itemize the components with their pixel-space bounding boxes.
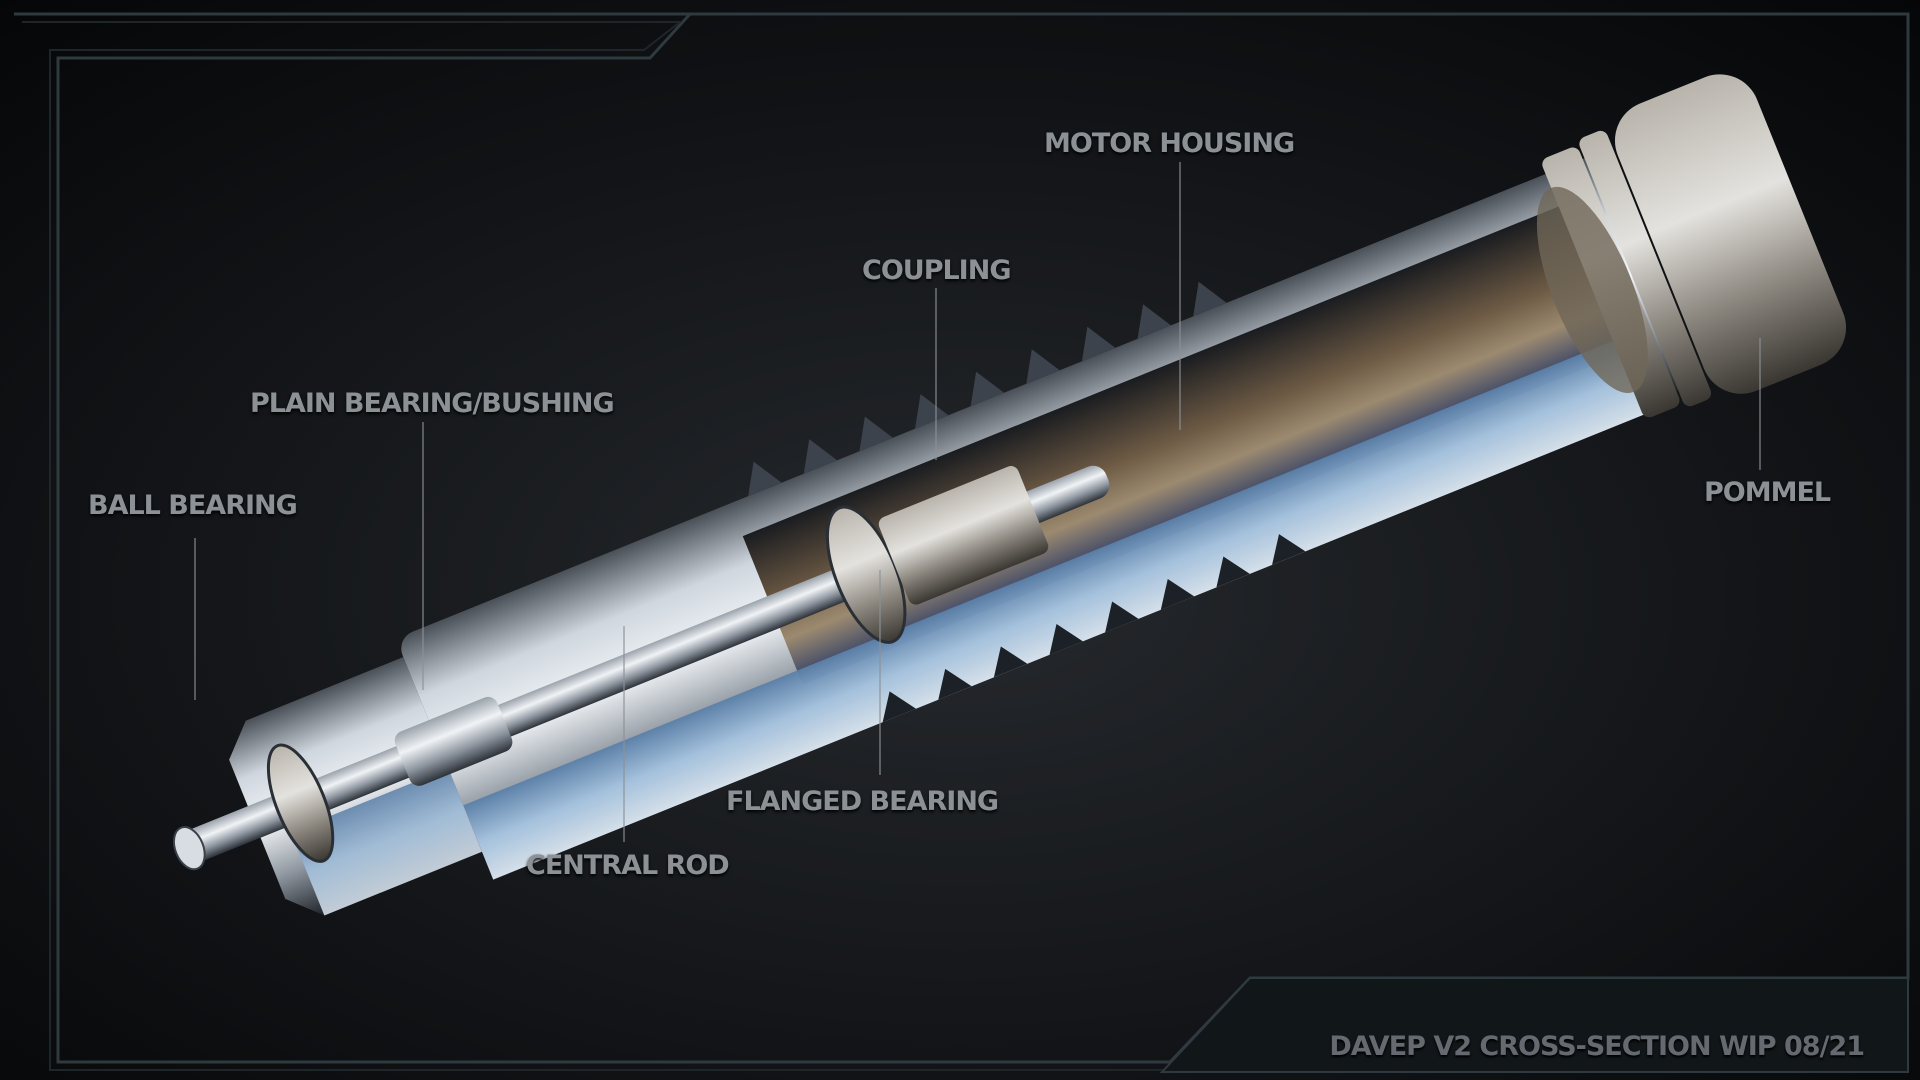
label-coupling: COUPLING (862, 255, 1011, 286)
pommel-assembly (1536, 74, 1847, 418)
leader-lines (194, 162, 1761, 842)
ball-bearing-ring (266, 743, 335, 863)
grip-ribs (748, 281, 1306, 723)
caption-title: DAVEP V2 CROSS-SECTION WIP 08/21 (1329, 1031, 1865, 1062)
saber-assembly (172, 74, 1847, 916)
coupling-block (878, 466, 1049, 605)
rod-tip (172, 826, 206, 871)
caption-plate (1159, 977, 1909, 1073)
label-ball-bearing: BALL BEARING (88, 490, 298, 521)
label-central-rod: CENTRAL ROD (526, 850, 730, 881)
cut-face (463, 333, 1662, 880)
label-flanged-bearing: FLANGED BEARING (726, 786, 999, 817)
label-motor-housing: MOTOR HOUSING (1044, 128, 1295, 159)
label-pommel: POMMEL (1704, 477, 1831, 508)
label-plain-bearing-bushing: PLAIN BEARING/BUSHING (250, 388, 615, 419)
plain-bushing (394, 696, 513, 786)
